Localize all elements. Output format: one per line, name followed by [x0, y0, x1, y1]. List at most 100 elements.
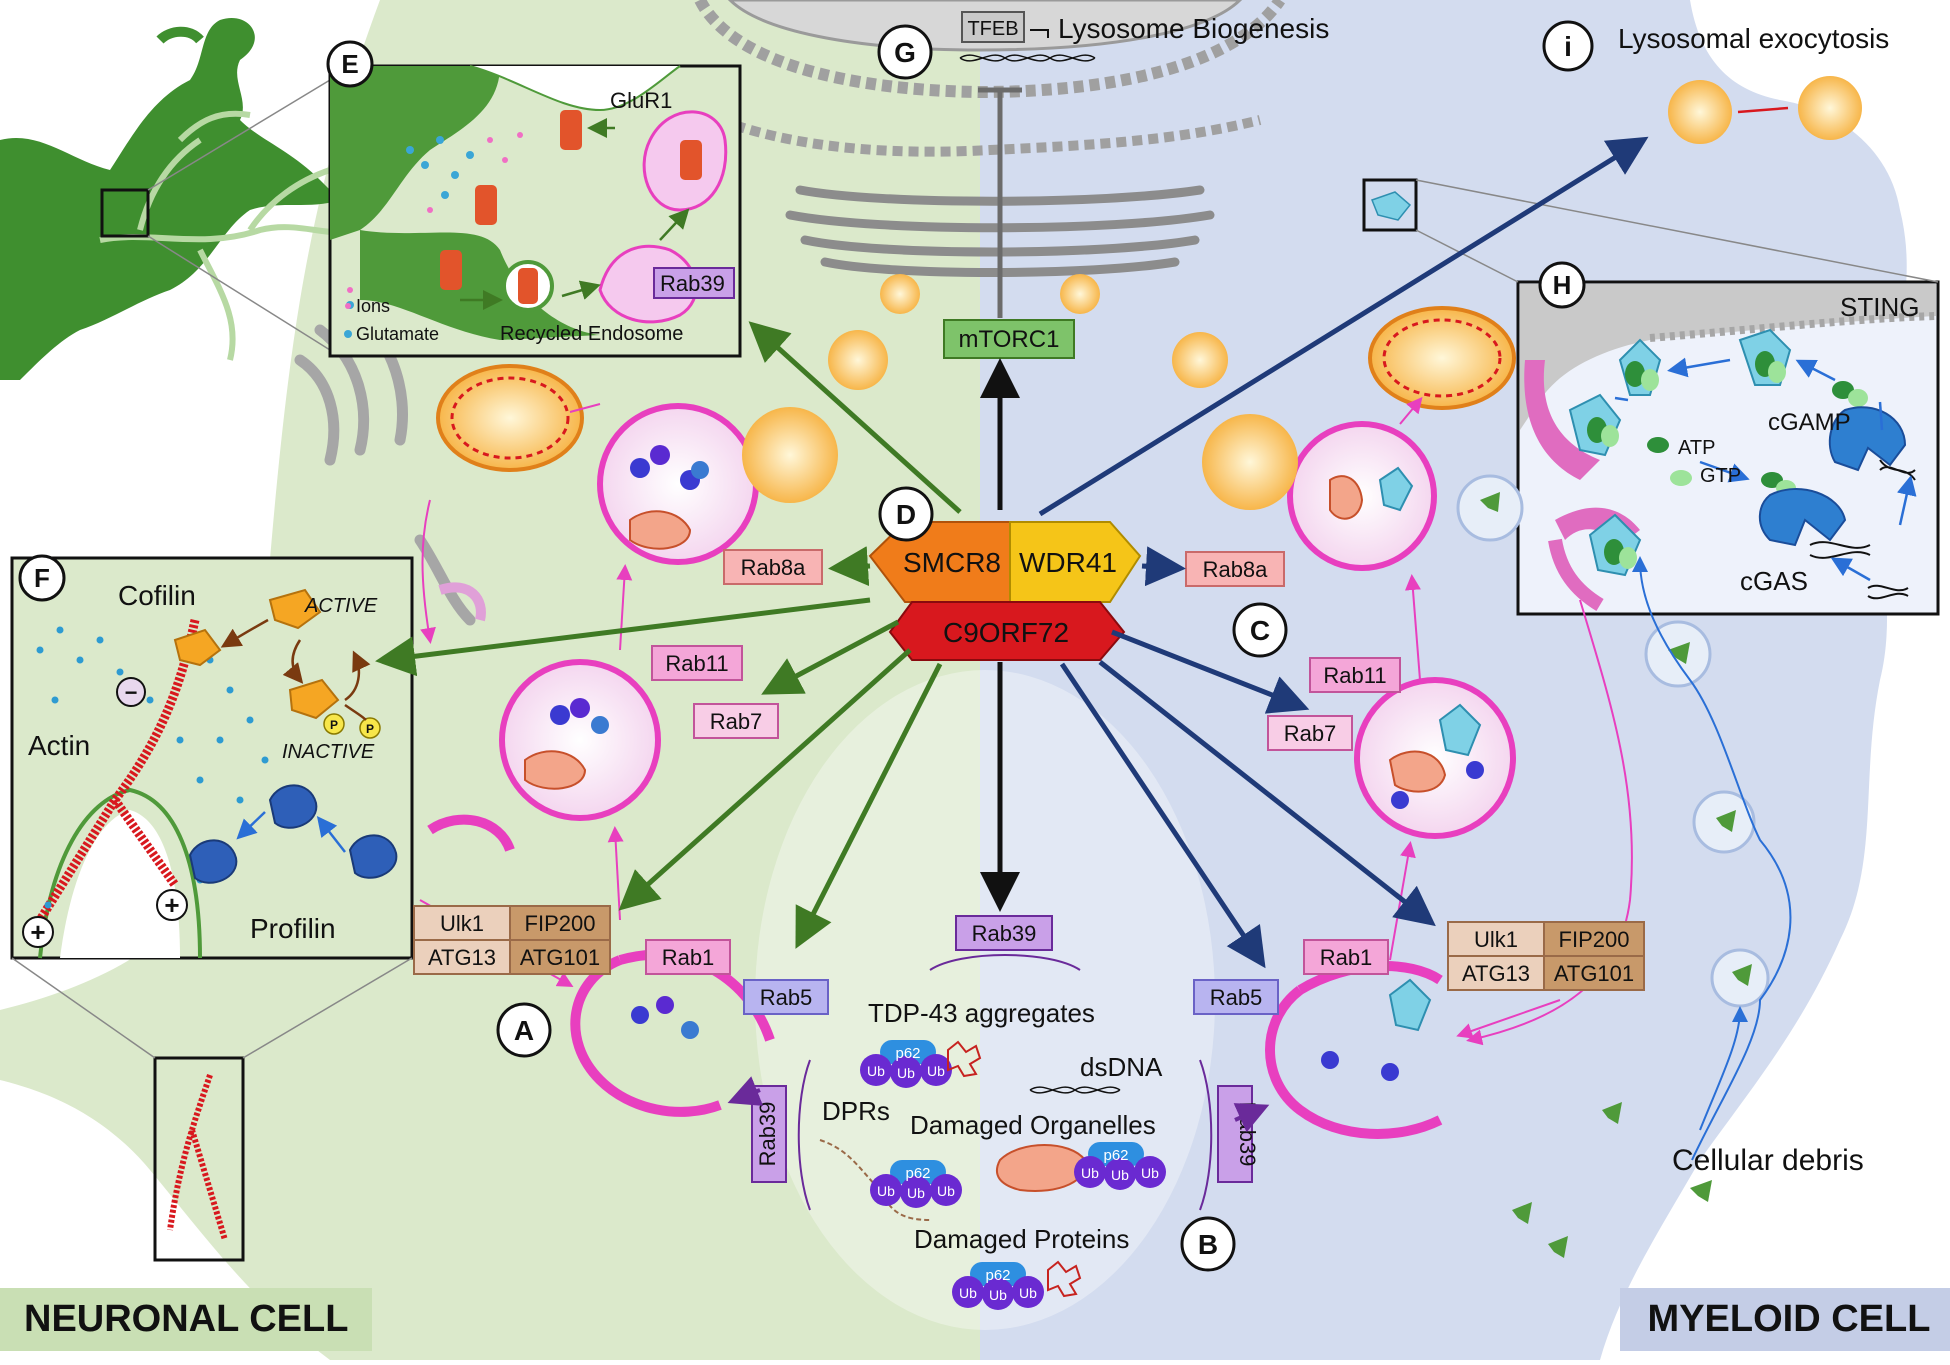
- debris-fragments: [1480, 492, 1752, 1258]
- rab39-membrane: [929, 954, 1081, 971]
- central-complex: SMCR8 WDR41 C9ORF72: [868, 521, 1142, 661]
- panel-d-badge: [878, 486, 934, 542]
- fip200-label: FIP200: [1559, 927, 1630, 952]
- golgi-vesicles: [828, 274, 1228, 390]
- p62-ub-cluster: p62 Ub Ub Ub: [860, 1040, 952, 1088]
- inset-f: P P − + + Cofilin ACTIVE INACTIVE Actin …: [10, 554, 414, 960]
- ulk-complex-right: Ulk1 FIP200 ATG13 ATG101: [1447, 921, 1645, 991]
- neuronal-cell-label: NEURONAL CELL: [0, 1288, 373, 1351]
- rab39-arrow: [1233, 1103, 1270, 1133]
- p62-label: p62: [1103, 1147, 1128, 1164]
- dna-strand-icon: [959, 54, 1096, 62]
- ub-label: Ub: [989, 1287, 1007, 1303]
- panel-b-badge: [1180, 1216, 1236, 1272]
- inactive-label: INACTIVE: [282, 741, 375, 763]
- myeloid-cell-label: MYELOID CELL: [1620, 1288, 1950, 1351]
- exocytosis-arrow: [1737, 106, 1789, 114]
- panel-h-letter: H: [1553, 270, 1572, 300]
- zoom-box-f-source: [153, 1056, 245, 1262]
- fip200-label: FIP200: [525, 911, 596, 936]
- ub-label: Ub: [1019, 1285, 1037, 1301]
- rab-boxes: Rab8a Rab8a Rab11 Rab11 Rab7 Rab7 Rab1 R…: [645, 549, 1401, 1211]
- c9orf72-shape: [888, 601, 1126, 661]
- panel-b-letter: B: [1198, 1229, 1218, 1260]
- pink-pathway-arrows: [419, 396, 1561, 1039]
- dsdna-label: dsDNA: [1080, 1052, 1163, 1082]
- zoom-line: [147, 79, 331, 191]
- rab5-label: Rab5: [1210, 985, 1263, 1010]
- rab1-label: Rab1: [1320, 945, 1373, 970]
- neuron-lysosome-top: [436, 364, 584, 472]
- tfeb-box: [961, 11, 1025, 43]
- ub-label: Ub: [1111, 1167, 1129, 1183]
- tdp43-label: TDP-43 aggregates: [868, 998, 1095, 1028]
- panel-c-letter: C: [1250, 615, 1270, 646]
- ub-label: Ub: [897, 1065, 915, 1081]
- panel-h-badge: [1538, 261, 1586, 309]
- zoom-line: [147, 235, 331, 351]
- atg101-label: ATG101: [520, 945, 600, 970]
- neuron-late-endosome: [499, 659, 661, 821]
- ub-label: Ub: [867, 1063, 885, 1079]
- cgamp-label: cGAMP: [1768, 409, 1851, 436]
- ub-label: Ub: [959, 1285, 977, 1301]
- phospho-label: P: [330, 718, 338, 732]
- damaged-organelles-label: Damaged Organelles: [910, 1110, 1156, 1140]
- golgi-icon: [785, 185, 1215, 277]
- c9orf72-label: C9ORF72: [943, 617, 1069, 648]
- glur1-label: GluR1: [610, 88, 672, 113]
- tfeb-arrow: [1030, 29, 1049, 38]
- ub-label: Ub: [1081, 1165, 1099, 1181]
- recycled-endosome-label: Recycled Endosome: [500, 323, 683, 345]
- rab39-membrane: [1199, 1059, 1213, 1211]
- rab39-e-label: Rab39: [660, 271, 725, 296]
- plus-end-label: +: [30, 917, 45, 947]
- ub-label: Ub: [907, 1185, 925, 1201]
- rab5-label: Rab5: [760, 985, 813, 1010]
- zoom-box-h-source: [1362, 178, 1418, 232]
- zoom-line: [1415, 229, 1519, 283]
- rab39-arrow: [727, 1076, 764, 1106]
- p62-label: p62: [985, 1267, 1010, 1284]
- panel-e-letter: E: [341, 49, 358, 79]
- tfeb-label: TFEB: [967, 18, 1018, 40]
- lysosome-biogenesis-label: Lysosome Biogenesis: [1058, 13, 1329, 44]
- phagophore-small: [427, 814, 515, 852]
- panel-a-letter: A: [514, 1015, 534, 1046]
- p62-label: p62: [905, 1165, 930, 1182]
- panel-a-badge: [496, 1002, 552, 1058]
- sting-mini-icon: [1371, 191, 1412, 221]
- myeloid-pink-arrow: [1466, 599, 1633, 1046]
- atg13-label: ATG13: [428, 945, 496, 970]
- myeloid-vesicle-column: [1456, 474, 1770, 1008]
- panel-i-badge: [1542, 20, 1594, 72]
- exocytosis-lysosome-icon: [1798, 76, 1862, 140]
- zoom-box-e-source: [100, 188, 150, 238]
- blue-signal-arrows: [1038, 136, 1649, 969]
- rab39-label: Rab39: [972, 921, 1037, 946]
- rab7-label: Rab7: [710, 709, 763, 734]
- zoom-line: [242, 957, 413, 1059]
- myeloid-late-endosome: [1354, 677, 1516, 839]
- ub-label: Ub: [877, 1183, 895, 1199]
- actin-label: Actin: [28, 730, 90, 761]
- panel-g-letter: G: [894, 37, 916, 68]
- debris-path-arrow: [1632, 556, 1792, 1161]
- atp-label: ATP: [1678, 437, 1715, 459]
- wdr41-shape: [1009, 521, 1142, 603]
- rab39-e-box: [653, 267, 735, 299]
- dprs-label: DPRs: [822, 1096, 890, 1126]
- aggregate-icon: [947, 1040, 982, 1078]
- panel-c-badge: [1232, 602, 1288, 658]
- myeloid-autolysosome: [1202, 414, 1437, 571]
- dsdna-icon: [1029, 1086, 1121, 1094]
- ub-label: Ub: [927, 1063, 945, 1079]
- cargo-center: TDP-43 aggregates dsDNA DPRs Damaged Org…: [819, 998, 1163, 1254]
- zoom-line: [1415, 179, 1939, 283]
- minus-end-label: −: [125, 680, 138, 705]
- atg13-label: ATG13: [1462, 961, 1530, 986]
- rab8a-label: Rab8a: [741, 555, 807, 580]
- wdr41-label: WDR41: [1019, 547, 1117, 578]
